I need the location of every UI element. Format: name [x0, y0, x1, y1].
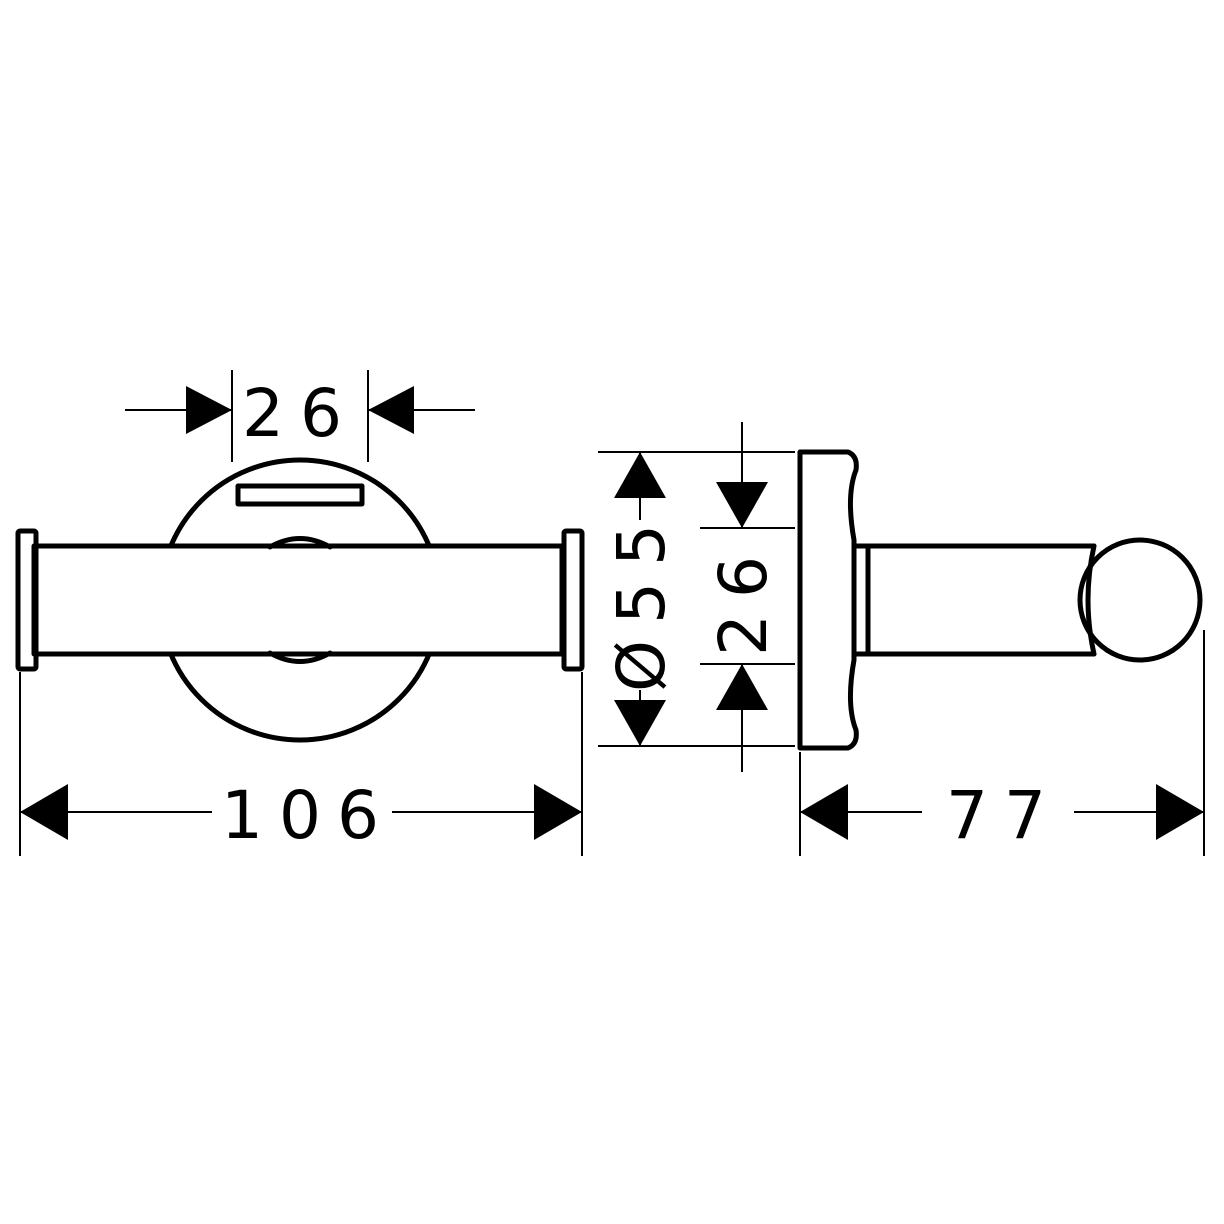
dimension-length-106: 106: [19, 672, 583, 856]
end-knob: [1077, 537, 1203, 663]
arrowhead-right: [534, 784, 582, 840]
side-view: [797, 449, 1203, 751]
dimension-depth-77: 77: [799, 630, 1205, 856]
mounting-slot: [235, 483, 365, 507]
arrowhead-up: [614, 452, 666, 498]
arrowhead-up: [716, 664, 768, 710]
wall-plate-profile: [797, 449, 859, 751]
dimension-diameter-55: Ø55: [598, 451, 795, 747]
arrowhead-left: [368, 386, 414, 434]
dimension-width-26: 26: [125, 370, 475, 462]
dim-label-diameter-55: Ø55: [603, 508, 680, 692]
dim-label-77: 77: [946, 777, 1062, 854]
dim-label-106: 106: [221, 777, 395, 854]
arrowhead-right: [186, 386, 232, 434]
right-end-cap: [561, 528, 585, 672]
arrowhead-left: [20, 784, 68, 840]
arrowhead-down: [716, 482, 768, 528]
dim-label-26-side: 26: [705, 540, 782, 656]
arrowhead-left: [800, 784, 848, 840]
front-view: [15, 457, 585, 743]
dimension-height-26: 26: [700, 422, 795, 772]
arrowhead-down: [614, 700, 666, 746]
dim-label-26-top: 26: [242, 375, 358, 452]
left-end-cap: [15, 528, 39, 672]
arrowhead-right: [1156, 784, 1204, 840]
